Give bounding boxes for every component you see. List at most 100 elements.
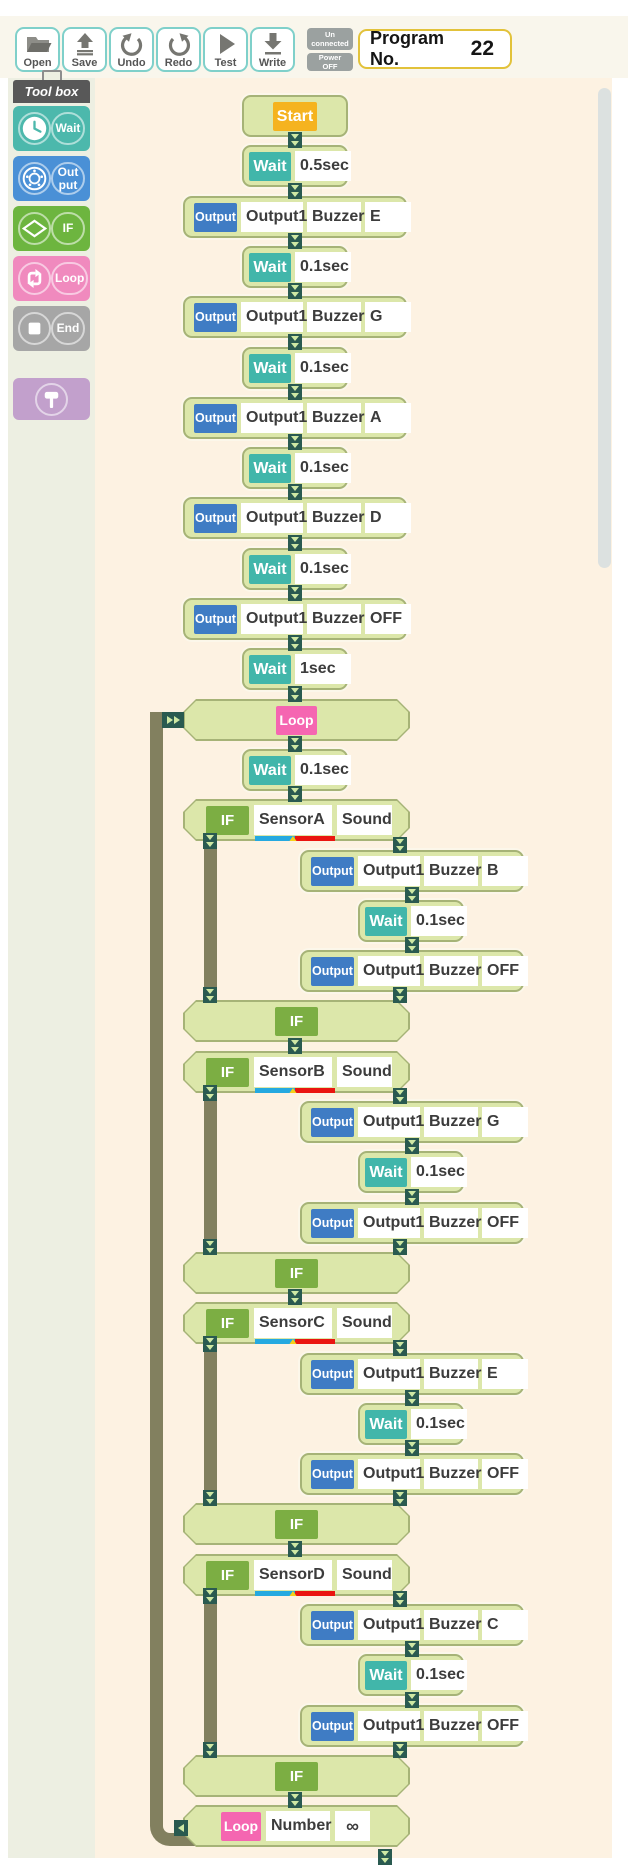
output-port-field[interactable]: Output1 — [241, 302, 307, 332]
toolbox-item-loop[interactable]: Loop — [13, 256, 90, 301]
output-port-field[interactable]: Output1 — [358, 856, 424, 886]
toolbox-item-delete[interactable] — [13, 378, 90, 420]
output-value-field[interactable]: G — [365, 302, 411, 332]
wait-duration-field[interactable]: 0.1sec — [295, 252, 351, 282]
start-block[interactable]: Start — [242, 95, 348, 137]
output-device-field[interactable]: Buzzer — [307, 202, 364, 232]
wait-duration-field[interactable]: 0.1sec — [295, 453, 351, 483]
output-value-field[interactable]: E — [482, 1359, 528, 1389]
wait-duration-field[interactable]: 0.1sec — [411, 1157, 467, 1187]
if-mode-field[interactable]: Sound — [337, 1308, 392, 1338]
wait-duration-field[interactable]: 0.1sec — [295, 755, 351, 785]
output-device-field[interactable]: Buzzer — [424, 1610, 481, 1640]
output-port-field[interactable]: Output1 — [241, 202, 307, 232]
output-port-field[interactable]: Output1 — [241, 604, 307, 634]
redo-button[interactable]: Redo — [156, 27, 201, 72]
if-sensor-field[interactable]: SensorD — [254, 1560, 332, 1590]
sensor-threshold-slider[interactable] — [255, 1339, 335, 1348]
output-value-field[interactable]: OFF — [482, 1459, 528, 1489]
wait-duration-field[interactable]: 0.1sec — [295, 353, 351, 383]
output-value-field[interactable]: OFF — [482, 1711, 528, 1741]
write-button[interactable]: Write — [250, 27, 295, 72]
power-status-badge[interactable]: Power OFF — [307, 53, 353, 71]
output-value-field[interactable]: OFF — [482, 1208, 528, 1238]
if-mode-field[interactable]: Sound — [337, 1057, 392, 1087]
output-port-field[interactable]: Output1 — [358, 1359, 424, 1389]
connection-status-badge[interactable]: Un connected — [307, 28, 353, 50]
sensor-threshold-slider[interactable] — [255, 1088, 335, 1097]
program-number-box[interactable]: Program No. 22 — [358, 28, 512, 69]
sensor-threshold-slider[interactable] — [255, 836, 335, 845]
output-port-field[interactable]: Output1 — [358, 1208, 424, 1238]
loop-count-label-field[interactable]: Number — [266, 1811, 330, 1841]
output-device-field[interactable]: Buzzer — [424, 1107, 481, 1137]
sensor-threshold-slider[interactable] — [255, 1591, 335, 1600]
undo-button[interactable]: Undo — [109, 27, 154, 72]
wait-duration-field[interactable]: 0.1sec — [411, 906, 467, 936]
if-close-block[interactable]: IF — [183, 1755, 410, 1797]
wait-duration-field[interactable]: 0.5sec — [295, 151, 351, 181]
output-port-field[interactable]: Output1 — [241, 503, 307, 533]
output-port-field[interactable]: Output1 — [358, 1610, 424, 1640]
output-device-field[interactable]: Buzzer — [424, 1711, 481, 1741]
output-value-field[interactable]: OFF — [365, 604, 411, 634]
output-device-field[interactable]: Buzzer — [424, 856, 481, 886]
output-device-field[interactable]: Buzzer — [424, 1208, 481, 1238]
if-mode-field[interactable]: Sound — [337, 1560, 392, 1590]
wait-duration-field[interactable]: 0.1sec — [411, 1409, 467, 1439]
output-port-field[interactable]: Output1 — [358, 1711, 424, 1741]
toolbox-item-wait[interactable]: Wait — [13, 106, 90, 151]
output-device-field[interactable]: Buzzer — [307, 403, 364, 433]
output-value-field[interactable]: A — [365, 403, 411, 433]
if-sensor-field[interactable]: SensorB — [254, 1057, 332, 1087]
output-value-field[interactable]: OFF — [482, 956, 528, 986]
output-value-field[interactable]: E — [365, 202, 411, 232]
output-port-field[interactable]: Output1 — [241, 403, 307, 433]
output-device-field[interactable]: Buzzer — [307, 604, 364, 634]
output-device-field[interactable]: Buzzer — [307, 503, 364, 533]
output-port-field[interactable]: Output1 — [358, 1107, 424, 1137]
output-port-field[interactable]: Output1 — [358, 1459, 424, 1489]
loop-start-block[interactable]: Loop — [183, 699, 410, 741]
output-device-field[interactable]: Buzzer — [307, 302, 364, 332]
loop-count-field[interactable]: ∞ — [335, 1811, 370, 1841]
save-button[interactable]: Save — [62, 27, 107, 72]
output-device-field[interactable]: Buzzer — [424, 956, 481, 986]
open-button[interactable]: Open — [15, 27, 60, 72]
wait-duration-field[interactable]: 1sec — [295, 654, 351, 684]
output-value-field[interactable]: D — [365, 503, 411, 533]
output-value-field[interactable]: B — [482, 856, 528, 886]
output-value-field[interactable]: C — [482, 1610, 528, 1640]
if-sensor-field[interactable]: SensorA — [254, 805, 332, 835]
if-mode-field[interactable]: Sound — [337, 805, 392, 835]
output-device-field[interactable]: Buzzer — [424, 1459, 481, 1489]
test-button[interactable]: Test — [203, 27, 248, 72]
if-close-block[interactable]: IF — [183, 1503, 410, 1545]
if-close-block[interactable]: IF — [183, 1252, 410, 1294]
